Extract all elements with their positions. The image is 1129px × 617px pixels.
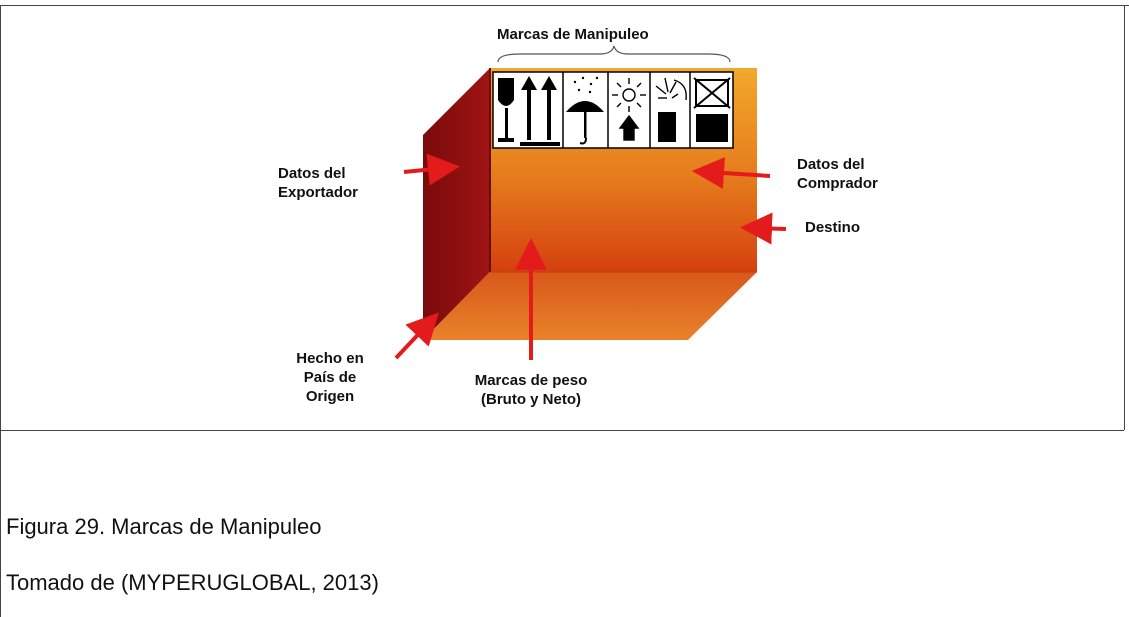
this-way-up-icon bbox=[520, 76, 560, 146]
label-line: Datos del bbox=[797, 156, 865, 173]
label-hecho-en: Hecho en País de Origen bbox=[290, 349, 370, 406]
arrow-exportador bbox=[403, 153, 460, 186]
label-line: Datos del bbox=[278, 165, 346, 182]
arrow-hecho-en bbox=[394, 312, 439, 360]
arrow-comprador bbox=[692, 157, 771, 189]
frame-border-left bbox=[0, 5, 1, 617]
frame-border-top bbox=[0, 5, 1129, 6]
label-line: País de bbox=[303, 369, 357, 386]
label-datos-exportador: Datos del Exportador bbox=[278, 164, 358, 202]
label-destino: Destino bbox=[805, 219, 861, 236]
label-line: (Bruto y Neto) bbox=[481, 391, 581, 408]
frame-border-bottom bbox=[0, 430, 1124, 431]
fragile-glass-icon bbox=[498, 78, 514, 142]
label-datos-comprador: Datos del Comprador bbox=[797, 155, 878, 193]
keep-from-heat-icon bbox=[612, 78, 646, 141]
figure-caption: Figura 29. Marcas de Manipuleo bbox=[6, 514, 322, 539]
do-not-stack-icon bbox=[693, 77, 731, 142]
keep-dry-icon bbox=[566, 76, 604, 145]
arrow-destino bbox=[740, 212, 787, 245]
label-line: Hecho en bbox=[296, 350, 364, 367]
label-marcas-peso: Marcas de peso (Bruto y Neto) bbox=[458, 371, 604, 409]
figure-source: Tomado de (MYPERUGLOBAL, 2013) bbox=[6, 570, 379, 595]
label-marcas-manipuleo: Marcas de Manipuleo bbox=[497, 26, 649, 43]
label-line: Exportador bbox=[278, 184, 359, 201]
box-bottom-face bbox=[423, 272, 757, 340]
label-line: Marcas de peso bbox=[474, 372, 588, 389]
protect-from-radiation-icon bbox=[655, 77, 687, 142]
box-side-face bbox=[423, 68, 490, 340]
label-line: Origen bbox=[305, 388, 355, 405]
marks-bracket bbox=[497, 45, 731, 63]
frame-border-right bbox=[1124, 5, 1125, 430]
label-line: Comprador bbox=[797, 175, 878, 192]
